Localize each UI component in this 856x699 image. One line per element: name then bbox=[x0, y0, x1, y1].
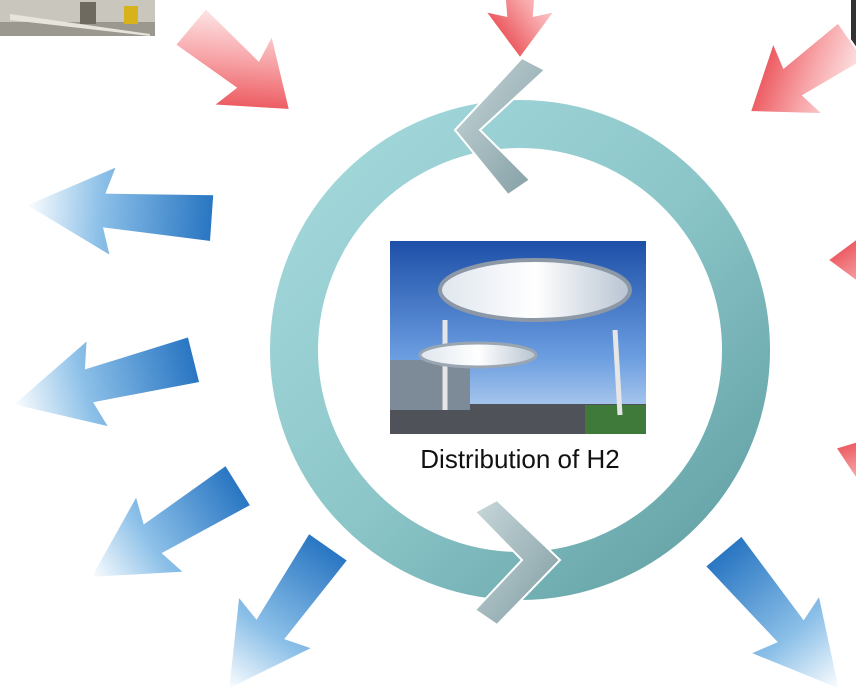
center-caption: Distribution of H2 bbox=[420, 444, 620, 474]
inbound-red-arrow bbox=[484, 0, 556, 59]
outbound-blue-arrow bbox=[0, 313, 208, 452]
ring-chevron-top bbox=[453, 56, 547, 197]
outbound-blue-arrow bbox=[20, 157, 218, 266]
inbound-red-arrow bbox=[827, 222, 856, 298]
inbound-red-arrow bbox=[159, 0, 321, 147]
outbound-blue-arrow bbox=[686, 519, 856, 699]
inbound-red-arrow bbox=[723, 4, 856, 149]
industrial-site-photo bbox=[0, 0, 155, 36]
station-canopy-photo bbox=[390, 241, 646, 434]
corner-frame bbox=[851, 0, 856, 48]
outbound-blue-arrow bbox=[189, 518, 368, 699]
ring-chevron-bottom bbox=[473, 498, 562, 627]
inbound-red-arrow bbox=[824, 417, 856, 511]
outbound-blue-arrow bbox=[64, 444, 265, 619]
